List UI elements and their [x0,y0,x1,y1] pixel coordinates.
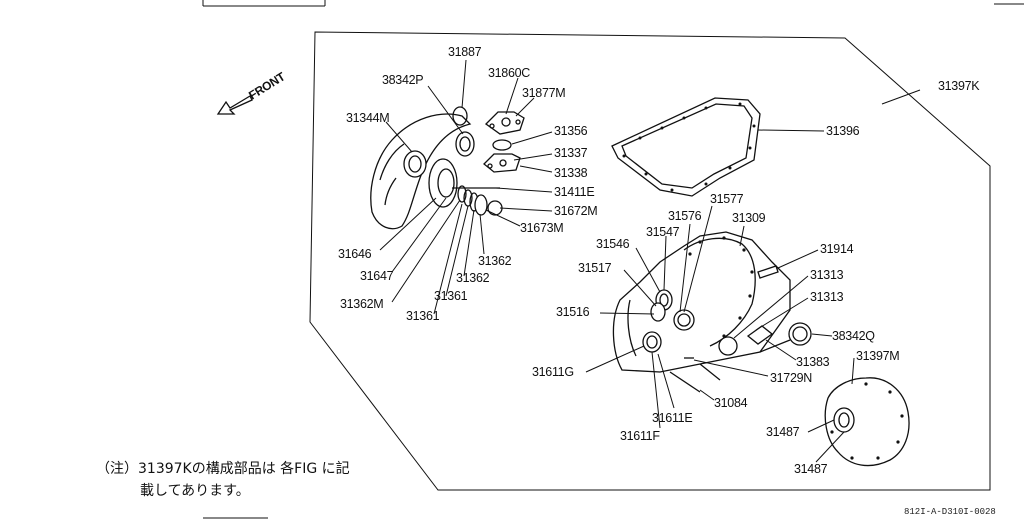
part-label-31577: 31577 [710,192,744,206]
front-arrow-icon: FRONT [216,69,288,115]
part-label-31576: 31576 [668,209,702,223]
part-label-31611e: 31611E [652,411,692,425]
o-ring-31887-part [452,106,468,126]
part-label-31729n: 31729N [770,371,812,385]
transmission-case-part [612,231,812,393]
part-label-31362m: 31362M [340,297,383,311]
plate-31646-part [428,158,458,208]
part-label-31309: 31309 [732,211,766,225]
part-label-31646: 31646 [338,247,372,261]
part-label-31397k: 31397K [938,79,980,93]
side-cover-31397m-part [824,377,910,467]
assembly-outline [309,31,991,491]
part-label-31672m: 31672M [554,204,597,218]
part-label-38342q: 38342Q [832,329,875,343]
part-labels: 31887 38342P 31860C 31877M 31344M 31356 … [338,45,981,476]
part-label-31361-b: 31361 [406,309,440,323]
part-label-31611f: 31611F [620,429,660,443]
part-label-31396: 31396 [826,124,860,138]
part-label-31487-a: 31487 [766,425,800,439]
part-label-31313-a: 31313 [810,268,844,282]
part-label-31914: 31914 [820,242,854,256]
part-label-31647: 31647 [360,269,394,283]
sensor-assembly-part [483,111,525,173]
part-label-31344m: 31344M [346,111,389,125]
frame-lines [202,0,1024,519]
oil-pan-gasket-31396-part [611,97,761,197]
part-label-31877m: 31877M [522,86,565,100]
front-housing-part [370,106,503,230]
part-label-31547: 31547 [646,225,680,239]
part-label-31362-a: 31362 [478,254,512,268]
part-label-31084: 31084 [714,396,748,410]
part-label-31411e: 31411E [554,185,594,199]
part-label-31361-a: 31361 [434,289,468,303]
seal-31344m-part [403,150,427,178]
part-label-31383: 31383 [796,355,830,369]
footnote: （注）31397Kの構成部品は 各FIG に記 載してあります。 [96,458,350,502]
ring-38342p-part [455,131,475,157]
part-label-31673m: 31673M [520,221,563,235]
part-label-31313-b: 31313 [810,290,844,304]
figure-code: 812I-A-D310I-0028 [904,507,996,517]
part-label-31397m: 31397M [856,349,899,363]
footnote-line-2: 載してあります。 [140,483,250,499]
part-label-31611g: 31611G [532,365,574,379]
part-label-31516: 31516 [556,305,590,319]
part-label-31338: 31338 [554,166,588,180]
part-label-31860c: 31860C [488,66,530,80]
part-label-38342p: 38342P [382,73,423,87]
leader-lines [379,59,921,463]
part-label-31546: 31546 [596,237,630,251]
part-label-31362-b: 31362 [456,271,490,285]
part-label-31517: 31517 [578,261,612,275]
front-label: FRONT [246,69,288,102]
part-label-31356: 31356 [554,124,588,138]
part-label-31887: 31887 [448,45,482,59]
part-label-31487-b: 31487 [794,462,828,476]
footnote-line-1: （注）31397Kの構成部品は 各FIG に記 [96,461,350,477]
part-label-31337: 31337 [554,146,588,160]
